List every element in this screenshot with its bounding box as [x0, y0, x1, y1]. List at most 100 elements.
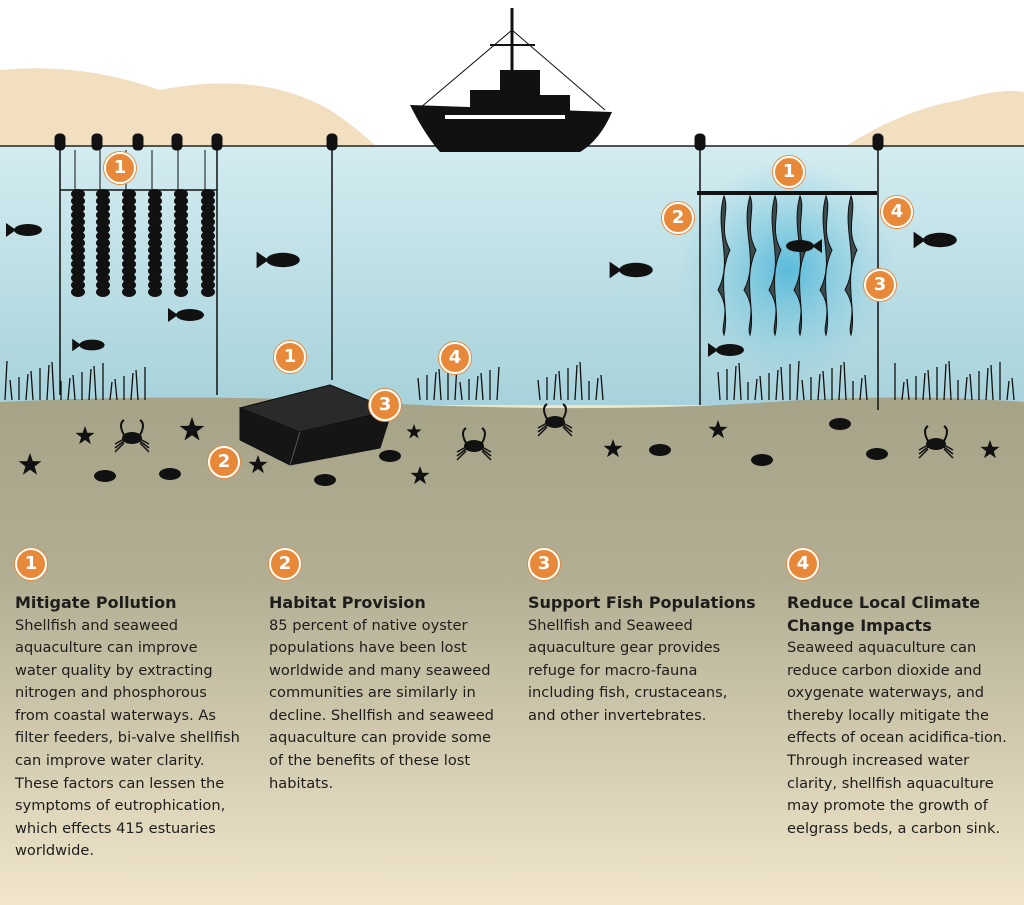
eelgrass-blade	[822, 370, 826, 401]
badge-seaweed-lower: 3	[864, 269, 896, 301]
mussel-icon	[148, 231, 162, 241]
mussel-icon	[96, 196, 110, 206]
eelgrass-blade	[738, 362, 742, 401]
buoy-icon	[326, 133, 338, 151]
mussel-icon	[201, 210, 215, 220]
mussel-icon	[71, 189, 85, 199]
mussel-icon	[71, 224, 85, 234]
badge-seaweed-right: 4	[881, 196, 913, 228]
mussel-icon	[174, 252, 188, 262]
marine-fauna	[6, 223, 1000, 486]
mussel-icon	[148, 287, 162, 297]
eelgrass-blade	[864, 374, 868, 401]
buoy-icon	[91, 133, 103, 151]
section-title: Reduce Local Climate Change Impacts	[787, 593, 981, 635]
mussel-icon	[148, 273, 162, 283]
starfish-icon	[75, 426, 95, 445]
section-body: Seaweed aquaculture can reduce carbon di…	[787, 639, 1007, 837]
eelgrass-blade	[838, 364, 842, 401]
fish-icon	[751, 454, 773, 466]
mussel-icon	[71, 273, 85, 283]
mussel-icon	[96, 217, 110, 227]
section-title: Support Fish Populations	[528, 593, 756, 612]
section-body: Shellfish and Seaweed aquaculture gear p…	[528, 616, 728, 724]
eelgrass-blade	[775, 369, 779, 401]
eelgrass-blade	[901, 381, 905, 401]
eelgrass-blade	[67, 377, 71, 401]
eelgrass-blade	[109, 381, 113, 401]
mussel-icon	[201, 217, 215, 227]
mussel-icon	[201, 287, 215, 297]
mussel-icon	[201, 245, 215, 255]
mussel-icon	[122, 196, 136, 206]
buoy-icon	[872, 133, 884, 151]
mussel-icon	[122, 245, 136, 255]
mussel-icon	[71, 287, 85, 297]
starfish-icon	[179, 417, 205, 441]
fish-icon	[866, 448, 888, 460]
fish-icon	[72, 338, 105, 352]
mussel-icon	[174, 259, 188, 269]
crab-icon	[114, 419, 150, 453]
eelgrass-blade	[475, 375, 479, 401]
mussel-icon	[201, 280, 215, 290]
fish-icon	[829, 418, 851, 430]
eelgrass-blade	[25, 373, 29, 401]
mussel-icon	[148, 245, 162, 255]
section-number-badge: 3	[528, 548, 560, 580]
fish-icon	[159, 468, 181, 480]
mussel-icon	[148, 266, 162, 276]
mussel-icon	[148, 238, 162, 248]
fish-icon	[708, 343, 744, 357]
mussel-icon	[201, 266, 215, 276]
mussel-icon	[148, 203, 162, 213]
mussel-icon	[96, 280, 110, 290]
mussel-icon	[174, 266, 188, 276]
section-climate-impacts: 4 Reduce Local Climate Change Impacts Se…	[787, 548, 1024, 840]
fish-icon	[913, 231, 957, 249]
mussel-icon	[122, 259, 136, 269]
section-body: Shellfish and seaweed aquaculture can im…	[15, 616, 240, 860]
eelgrass-blade	[859, 377, 863, 401]
mussel-icon	[148, 280, 162, 290]
mussel-icon	[71, 231, 85, 241]
mussel-icon	[174, 280, 188, 290]
eelgrass-blade	[733, 365, 737, 401]
mussel-icon	[174, 203, 188, 213]
mussel-icon	[96, 231, 110, 241]
eelgrass-beds	[4, 360, 1015, 401]
buoy-icon	[694, 133, 706, 151]
eelgrass-blade	[433, 371, 437, 401]
eelgrass-blade	[817, 373, 821, 401]
seaweed-icon	[717, 194, 731, 337]
badge-seaweed-left: 2	[662, 202, 694, 234]
seaweed-icon	[768, 194, 782, 337]
buoy-icon	[171, 133, 183, 151]
eelgrass-blade	[72, 374, 76, 401]
badge-left-longline: 1	[104, 152, 136, 184]
seafloor	[0, 397, 1024, 905]
eelgrass-blade	[558, 370, 562, 401]
eelgrass-blade	[30, 370, 34, 401]
eelgrass-blade	[1011, 377, 1015, 401]
mussel-icon	[96, 252, 110, 262]
eelgrass-blade	[135, 369, 139, 401]
fish-icon	[786, 239, 822, 253]
buoy-icon	[132, 133, 144, 151]
eelgrass-blade	[906, 378, 910, 401]
eelgrass-blade	[969, 373, 973, 401]
mussel-icon	[148, 224, 162, 234]
mussel-icon	[96, 189, 110, 199]
mussel-icon	[174, 273, 188, 283]
fish-icon	[649, 444, 671, 456]
eelgrass-blade	[579, 361, 583, 401]
eelgrass-blade	[990, 364, 994, 401]
mussel-icon	[96, 266, 110, 276]
mussel-icon	[122, 210, 136, 220]
mussel-icon	[201, 203, 215, 213]
boat-icon	[410, 8, 612, 152]
eelgrass-blade	[130, 372, 134, 401]
buoy-icon	[211, 133, 223, 151]
fish-icon	[256, 251, 300, 269]
